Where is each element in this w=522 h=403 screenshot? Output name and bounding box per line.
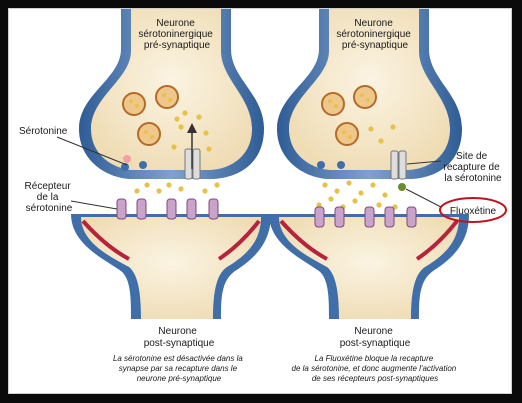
fluoxetine-molecule [398, 183, 406, 191]
left-caption: La sérotonine est désactivée dans la syn… [113, 354, 245, 383]
left-postsynaptic-neuron [71, 214, 271, 319]
left-panel: Neurone sérotoninergique pré-synaptique … [19, 9, 271, 383]
right-reuptake-transporter [391, 151, 406, 191]
synapse-diagram: Neurone sérotoninergique pré-synaptique … [9, 9, 513, 395]
right-drug-pointer [406, 189, 441, 207]
left-post-title: Neurone post-synaptique [144, 326, 215, 349]
right-post-title: Neurone post-synaptique [340, 326, 411, 349]
right-panel: Neurone sérotoninergique pré-synaptique … [269, 9, 506, 383]
right-postsynaptic-neuron [269, 214, 469, 319]
left-label-serotonin: Sérotonine [19, 126, 68, 137]
left-label-receptor: Récepteur de la sérotonine [25, 181, 74, 214]
right-caption: La Fluoxétine bloque la recapture de la … [292, 354, 459, 383]
figure-frame: Neurone sérotoninergique pré-synaptique … [8, 8, 512, 394]
right-label-drug: Fluoxétine [450, 206, 497, 217]
left-receptor-pointer [71, 201, 117, 209]
